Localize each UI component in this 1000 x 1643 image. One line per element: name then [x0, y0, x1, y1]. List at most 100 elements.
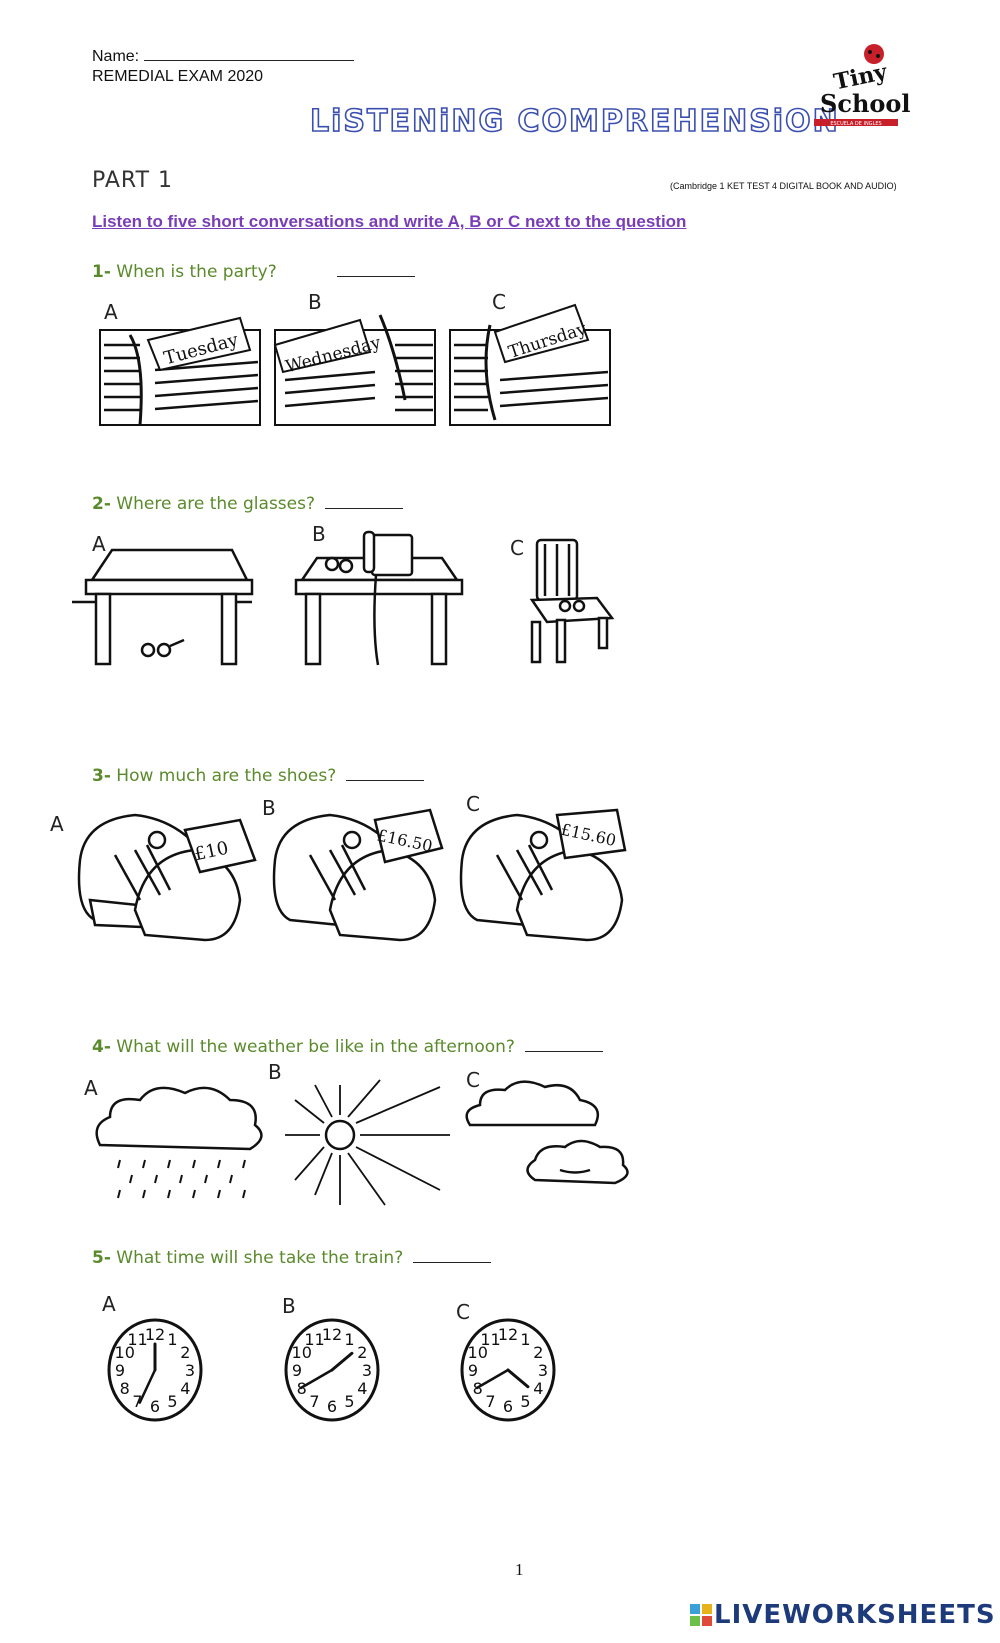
rain-cloud-icon: [95, 1086, 263, 1199]
name-field: Name:: [92, 46, 354, 66]
page-title: LiSTENiNG COMPREHENSiON: [309, 103, 840, 140]
clock-number: 5: [344, 1392, 354, 1411]
clock-number: 7: [485, 1392, 495, 1411]
option-5b: B: [282, 1294, 296, 1318]
clock-number: 9: [292, 1361, 302, 1380]
clock-number: 2: [180, 1343, 190, 1362]
glasses-images: [72, 530, 615, 666]
clock-number: 4: [180, 1379, 190, 1398]
name-blank[interactable]: [143, 46, 354, 61]
logo-text-school: School: [820, 89, 911, 118]
clock-number: 12: [322, 1325, 342, 1344]
liveworksheets-logo-icon: [690, 1603, 712, 1626]
clock-number: 1: [520, 1330, 530, 1349]
clock-number: 1: [167, 1330, 177, 1349]
question-3: 3- How much are the shoes?: [92, 766, 425, 786]
clock-number: 9: [468, 1361, 478, 1380]
option-2b: B: [312, 522, 326, 546]
shoes-images: £10 £16.50 £15.60: [77, 808, 627, 942]
shoes-a: £10: [77, 813, 257, 942]
telephone-icon: [362, 530, 414, 577]
clock-number: 4: [357, 1379, 367, 1398]
question-4: 4- What will the weather be like in the …: [92, 1037, 603, 1057]
option-1c: C: [492, 290, 506, 314]
hour-hand: [330, 1351, 354, 1372]
clock-number: 2: [357, 1343, 367, 1362]
option-4c: C: [466, 1068, 480, 1092]
clock-number: 10: [115, 1343, 135, 1362]
clock-number: 7: [309, 1392, 319, 1411]
option-2a: A: [92, 532, 106, 556]
clock-number: 9: [115, 1361, 125, 1380]
minute-hand: [138, 1368, 157, 1404]
name-label: Name:: [92, 48, 140, 65]
option-5c: C: [456, 1300, 470, 1324]
shoes-c: £15.60: [459, 808, 627, 942]
clock-number: 10: [292, 1343, 312, 1362]
glasses-icon: [558, 599, 586, 613]
sun-icon: [285, 1079, 450, 1206]
clock-number: 12: [145, 1325, 165, 1344]
calendar-thursday: Thursday: [449, 303, 611, 426]
clock-number: 11: [304, 1330, 324, 1349]
option-5a: A: [102, 1292, 116, 1316]
calendar-wednesday: Wednesday: [273, 314, 436, 426]
clock-number: 7: [132, 1392, 142, 1411]
answer-blank-1[interactable]: [336, 262, 415, 277]
clock-number: 11: [127, 1330, 147, 1349]
answer-blank-4[interactable]: [524, 1037, 603, 1052]
price-tag-icon: [555, 808, 627, 860]
option-3a: A: [50, 812, 64, 836]
clock-number: 3: [538, 1361, 548, 1380]
hour-hand: [506, 1368, 530, 1389]
shoes-b: £16.50: [272, 808, 444, 942]
glasses-icon: [140, 638, 185, 658]
option-3c: C: [466, 792, 480, 816]
clock-number: 2: [533, 1343, 543, 1362]
clock-number: 6: [327, 1397, 337, 1416]
answer-blank-3[interactable]: [346, 766, 425, 781]
logo-subtitle: ESCUELA DE INGLES: [830, 121, 881, 127]
school-logo: Tiny School ESCUELA DE INGLES: [812, 44, 912, 134]
instructions: Listen to five short conversations and w…: [92, 212, 687, 231]
clock-number: 5: [520, 1392, 530, 1411]
clock-number: 10: [468, 1343, 488, 1362]
question-5: 5- What time will she take the train?: [92, 1248, 492, 1268]
option-4b: B: [268, 1060, 282, 1084]
option-2c: C: [510, 536, 524, 560]
clock-number: 5: [167, 1392, 177, 1411]
page-number: 1: [515, 1560, 524, 1579]
glasses-icon: [324, 556, 354, 574]
minute-hand: [475, 1368, 510, 1390]
option-1b: B: [308, 290, 322, 314]
table-glasses-under: [72, 548, 254, 666]
cloud-icon: [465, 1080, 629, 1185]
clock-number: 6: [503, 1397, 513, 1416]
ladybug-icon: [864, 44, 884, 64]
clock-number: 8: [120, 1379, 130, 1398]
clock-number: 12: [498, 1325, 518, 1344]
table-glasses-on-top: [294, 530, 464, 666]
clock-number: 1: [344, 1330, 354, 1349]
liveworksheets-brand: LIVEWORKSHEETS: [690, 1600, 996, 1630]
question-2: 2- Where are the glasses?: [92, 494, 404, 514]
option-4a: A: [84, 1076, 98, 1100]
clock-number: 3: [362, 1361, 372, 1380]
question-1: 1- When is the party?: [92, 262, 415, 282]
clock-number: 6: [150, 1397, 160, 1416]
answer-blank-5[interactable]: [413, 1248, 492, 1263]
calendar-images: Tuesday Wednesday Thursday: [99, 303, 611, 426]
clock-number: 3: [185, 1361, 195, 1380]
option-1a: A: [104, 300, 118, 324]
chair-glasses: [529, 538, 615, 664]
answer-blank-2[interactable]: [325, 494, 404, 509]
clock-number: 4: [533, 1379, 543, 1398]
exam-title: REMEDIAL EXAM 2020: [92, 68, 264, 85]
part-label: PART 1: [92, 168, 174, 193]
minute-hand: [299, 1368, 334, 1390]
option-3b: B: [262, 796, 276, 820]
